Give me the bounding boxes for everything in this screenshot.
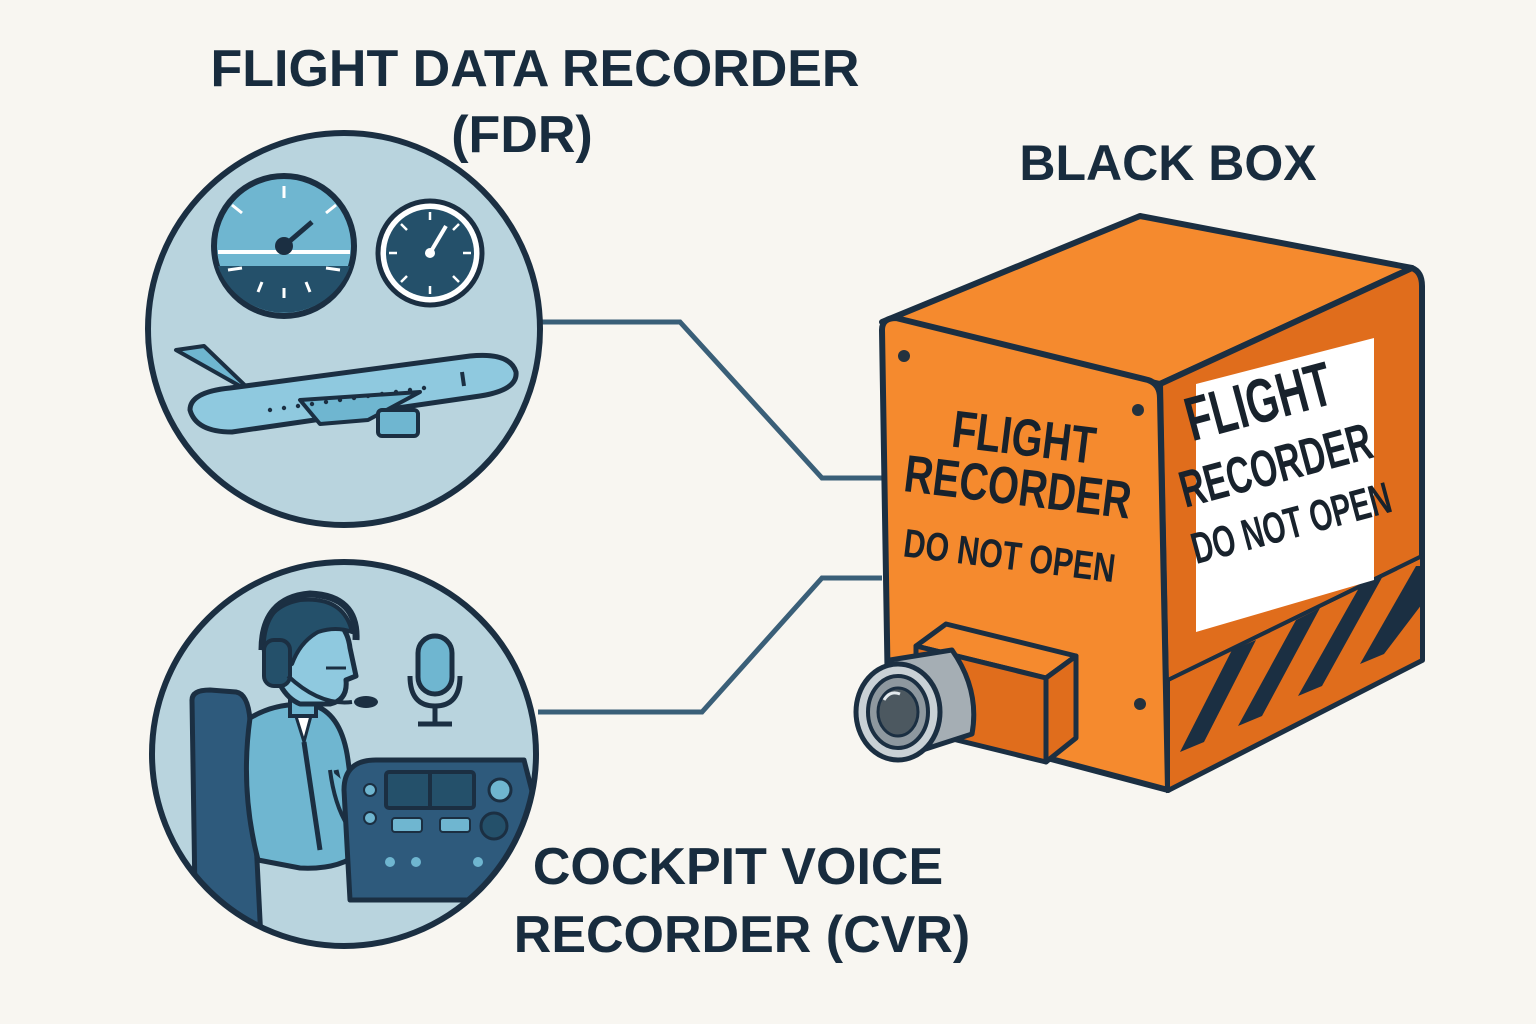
black-box-title: BLACK BOX <box>1019 135 1316 191</box>
hazard-stripes <box>1166 552 1424 794</box>
side-label-panel <box>1196 338 1374 632</box>
fdr-title-line2: (FDR) <box>451 106 593 164</box>
fdr-title-line1: FLIGHT DATA RECORDER <box>211 40 860 98</box>
airspeed-gauge-icon <box>211 173 357 319</box>
cvr-connector-line <box>538 575 882 715</box>
fdr-connector-line <box>538 319 882 481</box>
camera-lens-icon <box>853 647 977 763</box>
altimeter-gauge-icon <box>375 198 485 308</box>
cvr-circle <box>149 559 539 949</box>
microphone-icon <box>407 633 463 727</box>
cvr-title-line1: COCKPIT VOICE <box>533 838 943 896</box>
airplane-icon <box>174 344 519 438</box>
black-box: FLIGHT RECORDER DO NOT OPEN FLIGHT RECOR… <box>853 213 1425 794</box>
cvr-title-line2: RECORDER (CVR) <box>514 906 970 964</box>
fdr-circle <box>145 130 543 528</box>
control-panel-icon <box>341 757 536 903</box>
